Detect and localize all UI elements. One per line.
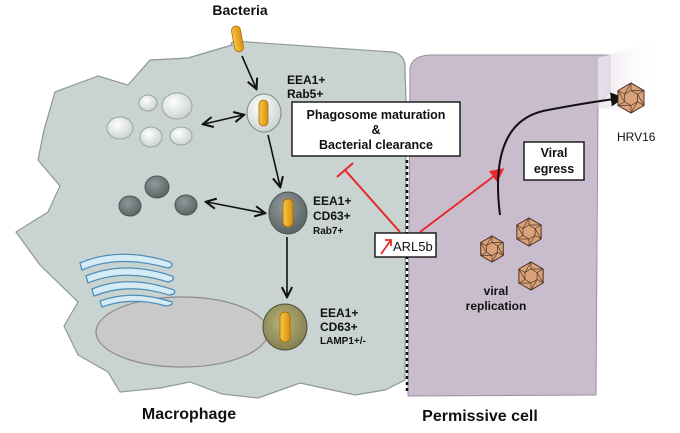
viral-replication-line2: replication xyxy=(466,299,527,313)
early-phagosome xyxy=(246,93,282,133)
virus-particle-icon xyxy=(518,261,544,291)
phagosome-maturation-line1: Phagosome maturation xyxy=(307,108,446,122)
viral-egress-line1: Viral xyxy=(541,146,568,160)
viral-egress-arrow xyxy=(497,92,625,216)
late-endosome-marker-rab7: Rab7+ xyxy=(313,226,343,237)
upregulation-arrow-icon xyxy=(380,239,392,255)
early-endosome-marker-eea1: EEA1+ xyxy=(287,73,325,87)
macrophage-label: Macrophage xyxy=(142,406,236,423)
gray-vesicle-cluster xyxy=(118,175,198,217)
lysosome-marker-eea1: EEA1+ xyxy=(320,306,358,320)
viral-replication-line1: viral xyxy=(484,284,509,298)
golgi-apparatus xyxy=(79,253,176,308)
phagolysosome xyxy=(262,303,308,351)
lysosome-marker-cd63: CD63+ xyxy=(320,320,358,334)
virus-particles xyxy=(480,82,645,291)
permissive-cell-label: Permissive cell xyxy=(422,408,538,425)
virus-particle-icon xyxy=(617,82,645,114)
viral-egress-box xyxy=(523,141,585,181)
phagosome-maturation-box xyxy=(291,101,461,157)
bacterium-entering xyxy=(231,25,244,53)
phagosome-maturation-line2: & xyxy=(371,123,380,137)
late-endosome-marker-cd63: CD63+ xyxy=(313,209,351,223)
lysosome-marker-lamp1: LAMP1+/- xyxy=(320,336,366,347)
virus-particle-icon xyxy=(516,217,542,247)
arl5b-box xyxy=(374,232,437,258)
late-endosome-marker-eea1: EEA1+ xyxy=(313,194,351,208)
arl5b-inhibition-lines xyxy=(336,162,505,233)
viral-egress-line2: egress xyxy=(534,162,574,176)
phagosome-maturation-line3: Bacterial clearance xyxy=(319,138,433,152)
nucleus xyxy=(95,296,269,368)
late-phagosome xyxy=(268,191,308,235)
arl5b-label: ARL5b xyxy=(393,239,433,254)
pathway-arrows xyxy=(204,55,287,296)
hrv16-label: HRV16 xyxy=(617,130,656,144)
bacteria-label: Bacteria xyxy=(212,2,267,18)
virus-particle-icon xyxy=(480,235,504,263)
early-endosome-marker-rab5: Rab5+ xyxy=(287,87,323,101)
white-vesicle-cluster xyxy=(106,92,193,148)
